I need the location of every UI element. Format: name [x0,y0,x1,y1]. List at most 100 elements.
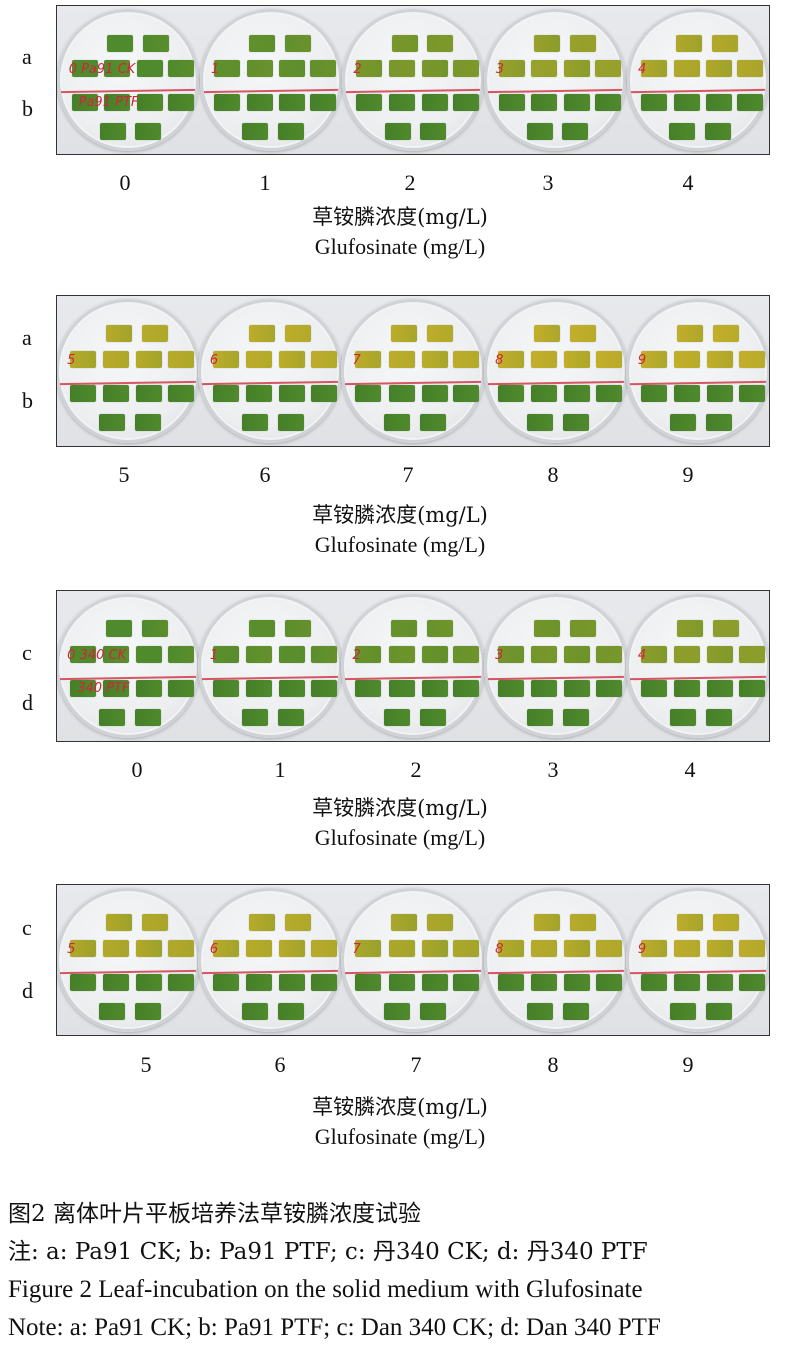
dish-handwritten-label: 2 [352,648,361,663]
leaf-piece [391,913,418,931]
axis-label-en: Glufosinate (mg/L) [314,234,486,259]
tick-label: 8 [547,1052,559,1077]
tick-label: 4 [684,757,696,782]
leaf-piece [421,974,448,992]
leaf-piece [284,34,311,52]
leaf-piece [70,385,97,403]
leaf-piece [103,680,130,698]
petri-dish [483,299,628,443]
leaf-piece [452,60,479,78]
leaf-piece [388,60,415,78]
leaf-piece [355,350,382,368]
leaf-piece [310,939,337,957]
petri-dish [341,299,485,443]
leaf-piece [241,709,268,727]
leaf-piece [355,939,382,957]
petri-dish [483,888,628,1032]
petri-dish [198,594,343,738]
tick-label: 1 [259,170,271,195]
dish-handwritten-label: 4 [638,62,647,78]
leaf-piece [248,913,275,931]
leaf-piece [640,645,667,663]
leaf-piece [421,385,448,403]
dish-handwritten-label: 8 [495,942,504,957]
petri-dish [626,9,769,151]
leaf-piece [706,94,733,112]
dish-handwritten-label: 8 [495,353,504,368]
row-label-b: b [22,96,33,121]
dish-handwritten-label: 7 [352,942,361,957]
leaf-piece [564,680,591,698]
leaf-piece [106,619,133,637]
dish-handwritten-label: 4 [637,648,647,663]
leaf-piece [712,324,739,342]
leaf-piece [640,939,667,957]
leaf-piece [279,60,306,78]
leaf-piece [136,350,163,368]
leaf-piece [98,414,125,432]
leaf-piece [310,680,337,698]
axis-label-en: Glufosinate (mg/L) [314,825,486,850]
leaf-piece [277,122,304,140]
leaf-piece [705,709,732,727]
tick-label: 8 [547,462,559,487]
petri-dish [483,594,628,738]
leaf-piece [673,645,700,663]
axis-label: 草铵膦浓度(mg/L) Glufosinate (mg/L) [0,202,800,262]
leaf-piece [420,414,447,432]
leaf-piece [355,385,382,403]
leaf-piece [706,974,733,992]
row-label-a: a [22,325,32,350]
leaf-piece [531,60,558,78]
petri-dish [57,9,200,151]
leaf-piece [595,385,622,403]
leaf-piece [106,913,133,931]
dish-handwritten-label: 3 [495,648,504,663]
leaf-piece [388,385,415,403]
leaf-piece [279,94,306,112]
leaf-piece [453,939,480,957]
leaf-piece [107,34,134,52]
dish-handwritten-label: 9 [637,353,647,368]
leaf-piece [673,385,700,403]
leaf-piece [640,974,667,992]
leaf-piece [278,939,305,957]
leaf-piece [245,939,272,957]
leaf-piece [310,350,337,368]
leaf-piece [534,619,561,637]
leaf-piece [136,94,163,112]
leaf-piece [355,680,382,698]
leaf-piece [136,939,163,957]
leaf-piece [391,34,418,52]
leaf-piece [531,645,558,663]
leaf-piece [142,34,169,52]
leaf-piece [421,939,448,957]
leaf-piece [388,939,415,957]
tick-label: 0 [131,757,143,782]
leaf-piece [388,680,415,698]
leaf-piece [135,122,162,140]
leaf-piece [673,680,700,698]
leaf-piece [167,385,194,403]
leaf-piece [212,680,239,698]
leaf-piece [531,94,558,112]
leaf-piece [278,350,305,368]
leaf-piece [245,974,272,992]
leaf-piece [384,122,411,140]
dish-handwritten-label: 340 PTF [77,681,130,696]
leaf-piece [134,1003,161,1021]
leaf-piece [705,1003,732,1021]
leaf-piece [284,913,311,931]
leaf-piece [99,122,126,140]
leaf-piece [564,939,591,957]
leaf-piece [384,709,411,727]
leaf-piece [212,350,239,368]
leaf-piece [420,1003,447,1021]
dish-handwritten-label: 2 [353,62,362,78]
dish-handwritten-label: 9 [637,942,647,957]
leaf-piece [738,350,765,368]
row-label-c: c [22,915,32,940]
leaf-piece [569,34,596,52]
leaf-piece [388,94,415,112]
leaf-piece [278,645,305,663]
